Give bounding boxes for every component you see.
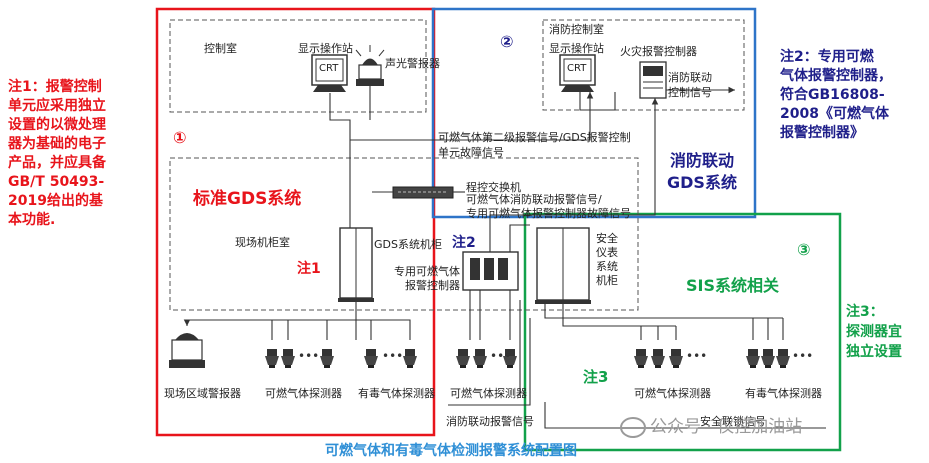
region-3-frame — [523, 212, 842, 452]
figure-caption: 可燃气体和有毒气体检测报警系统配置图 — [325, 443, 577, 459]
gds-cabinet-label: GDS系统机柜 — [374, 238, 442, 251]
note-2-line: 气体报警控制器， — [780, 68, 892, 84]
note-3-line: 注3： — [846, 304, 884, 320]
control-room-label: 控制室 — [204, 42, 237, 55]
watermark: 公众号 · 仪控加油站 — [620, 412, 802, 438]
sis-cabinet-line: 机柜 — [596, 274, 618, 287]
watermark-text: 公众号 · 仪控加油站 — [650, 417, 803, 437]
level2-signal-label: 可燃气体第二级报警信号/GDS报警控制 单元故障信号 — [438, 130, 631, 160]
note-1-line: 设置的以微处理 — [8, 117, 106, 133]
region-2-marker: ② — [500, 32, 514, 51]
control-room-box — [169, 19, 427, 113]
field-cabinet-room-label: 现场机柜室 — [235, 236, 290, 249]
note-1-line: 器为基础的电子 — [8, 136, 106, 152]
linkage-signal-line: 可燃气体消防联动报警信号/ — [466, 193, 602, 206]
note-1-line: 单元应采用独立 — [8, 98, 106, 114]
combustible-detector-label-1: 可燃气体探测器 — [265, 387, 342, 400]
level2-signal-line: 可燃气体第二级报警信号/GDS报警控制 — [438, 131, 631, 144]
note-1-line: 产品，并应具备 — [8, 155, 106, 171]
region-2-title: 消防联动 GDS系统 — [667, 150, 737, 194]
note-2-line: 符合GB16808- — [780, 87, 885, 103]
region-1-marker: ① — [173, 128, 187, 147]
wechat-icon — [620, 416, 646, 438]
note-2-text: 注2：专用可燃 气体报警控制器， 符合GB16808- 2008《可燃气体 报警… — [780, 48, 892, 143]
sound-light-alarm-label: 声光警报器 — [385, 57, 440, 70]
note-2-line: 报警控制器》 — [780, 125, 864, 141]
svg-text:•••: ••• — [792, 349, 813, 363]
note-2-line: 2008《可燃气体 — [780, 106, 889, 122]
display-station-label: 显示操作站 — [298, 42, 353, 55]
region-1-title: 标准GDS系统 — [193, 189, 302, 209]
level2-signal-line: 单元故障信号 — [438, 146, 504, 159]
interlock-signal-label: 安全联锁信号 — [700, 415, 766, 428]
toxic-detector-label-1: 有毒气体探测器 — [358, 387, 435, 400]
dedicated-controller-line: 专用可燃气体 — [394, 265, 460, 278]
note-3-line: 探测器宜 — [846, 324, 902, 340]
sis-cabinet-label: 安全 仪表 系统 机柜 — [596, 232, 618, 288]
note-2-line: 注2：专用可燃 — [780, 49, 874, 65]
note-3-label: 注3 — [583, 368, 609, 386]
region-1-frame — [155, 7, 436, 437]
combustible-detector-label-2: 可燃气体探测器 — [450, 387, 527, 400]
note-1-line: 注1：报警控制 — [8, 79, 102, 95]
field-area-alarm-label: 现场区域警报器 — [164, 387, 241, 400]
pbx-label: 程控交换机 — [466, 181, 521, 194]
sis-cabinet-line: 仪表 — [596, 246, 618, 259]
network-switch-icon — [392, 186, 454, 199]
beacon-icon — [355, 45, 385, 86]
note-3-line: 独立设置 — [846, 344, 902, 360]
linkage-alarm-signal-label: 消防联动报警信号 — [446, 415, 534, 428]
detector-group-combustible-3 — [634, 349, 683, 368]
note-1-line: GB/T 50493- — [8, 174, 105, 190]
note-1-label: 注1 — [297, 261, 321, 277]
crt-monitor-2 — [559, 54, 596, 92]
region-3-marker: ③ — [797, 240, 811, 259]
region-2-title-line: 消防联动 — [669, 151, 734, 170]
fire-linkage-signal-label: 消防联动 控制信号 — [668, 70, 712, 100]
fire-linkage-signal-line: 消防联动 — [668, 71, 712, 84]
linkage-signal-label: 可燃气体消防联动报警信号/ 专用可燃气体报警控制器故障信号 — [466, 193, 631, 221]
sis-cabinet-line: 系统 — [596, 260, 618, 273]
dedicated-controller-icon — [462, 251, 519, 291]
region-3-title: SIS系统相关 — [686, 276, 780, 295]
crt-label-2: CRT — [567, 63, 587, 74]
note-1-line: 本功能. — [8, 212, 56, 228]
svg-text:•••: ••• — [686, 349, 707, 363]
svg-text:•••: ••• — [298, 349, 319, 363]
toxic-detector-label-2: 有毒气体探测器 — [745, 387, 822, 400]
fire-control-room-label: 消防控制室 — [549, 23, 604, 36]
field-cabinet-room-box — [169, 157, 639, 311]
region-2-frame — [431, 7, 757, 219]
detector-group-toxic-2 — [746, 349, 790, 368]
fire-alarm-controller-label: 火灾报警控制器 — [620, 45, 697, 58]
note-2-label: 注2 — [452, 235, 476, 251]
sis-cabinet-icon — [535, 227, 591, 304]
svg-text:•••: ••• — [382, 349, 403, 363]
field-beacon-icon — [169, 333, 205, 368]
fire-linkage-signal-line: 控制信号 — [668, 86, 712, 99]
gds-cabinet-icon — [338, 227, 374, 302]
display-station-label-2: 显示操作站 — [549, 42, 604, 55]
sis-cabinet-line: 安全 — [596, 232, 618, 245]
dedicated-controller-line: 报警控制器 — [405, 279, 460, 292]
crt-monitor-1 — [311, 54, 348, 92]
crt-label-1: CRT — [319, 63, 339, 74]
combustible-detector-label-3: 可燃气体探测器 — [634, 387, 711, 400]
svg-text:•••: ••• — [490, 349, 511, 363]
dedicated-controller-label: 专用可燃气体 报警控制器 — [394, 265, 460, 293]
note-1-line: 2019给出的基 — [8, 193, 103, 209]
region-2-title-line: GDS系统 — [667, 173, 737, 192]
note-3-text: 注3： 探测器宜 独立设置 — [846, 302, 902, 362]
fire-control-room-box — [542, 19, 745, 111]
note-1-text: 注1：报警控制 单元应采用独立 设置的以微处理 器为基础的电子 产品，并应具备 … — [8, 78, 106, 230]
linkage-signal-line: 专用可燃气体报警控制器故障信号 — [466, 207, 631, 220]
fire-alarm-controller-icon — [639, 61, 667, 99]
